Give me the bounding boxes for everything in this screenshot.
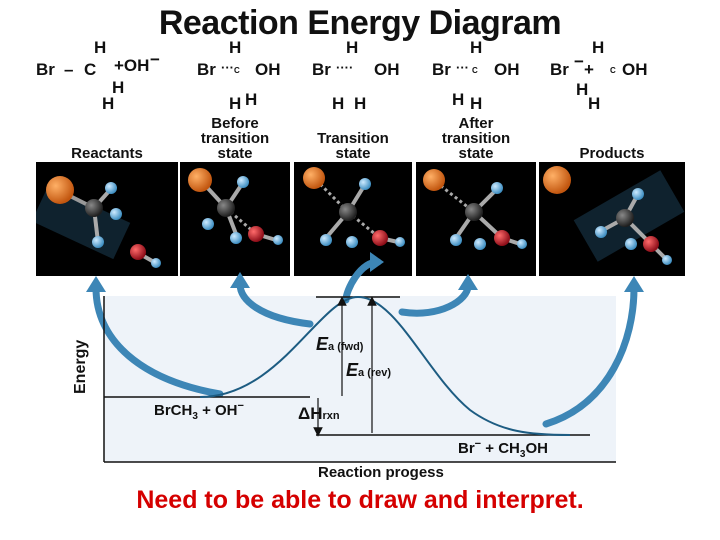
stage-label-reactants: Reactants: [71, 145, 143, 162]
stage-label-products: Products: [579, 145, 645, 162]
molecule-panel-before-ts: [180, 162, 290, 276]
y-axis-label: Energy: [72, 339, 89, 394]
ea-fwd-label: Ea (fwd): [316, 334, 364, 354]
footer-note: Need to be able to draw and interpret.: [136, 486, 584, 514]
page-title: Reaction Energy Diagram: [158, 4, 562, 42]
molecule-panel-products: [539, 162, 685, 276]
x-axis-label: Reaction progess: [318, 464, 444, 481]
molecule-panel-transition-state: [294, 162, 412, 276]
arrow-to-products: [542, 284, 638, 428]
reactants-formula: BrCH3 + OH−: [154, 400, 244, 422]
molecule-panel-after-ts: [416, 162, 536, 276]
arrow-to-reactants: [92, 284, 224, 398]
ea-rev-label: Ea (rev): [346, 360, 392, 380]
products-formula: Br− + CH3OH: [458, 438, 548, 460]
dh-label: ΔHrxn: [298, 404, 340, 423]
arrow-to-before-ts: [236, 280, 314, 328]
molecule-panel-reactants: [36, 162, 178, 276]
arrow-to-after-ts: [398, 282, 472, 317]
energy-curve: [199, 295, 571, 436]
